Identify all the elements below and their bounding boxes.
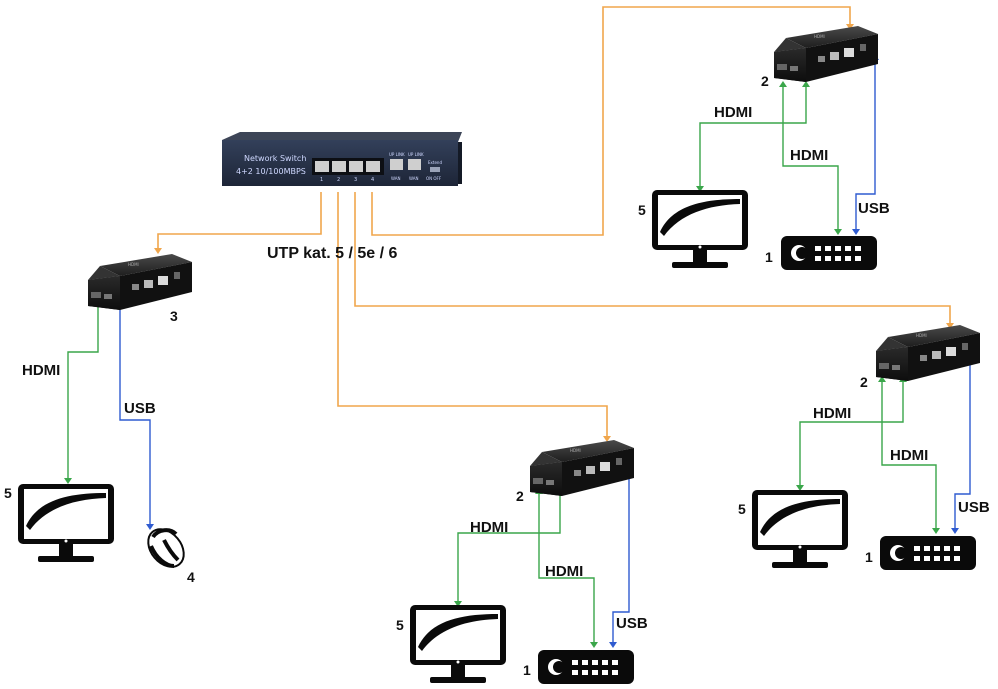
player-number: 1 [523, 662, 531, 678]
cable-type-label: UTP kat. 5 / 5e / 6 [267, 245, 398, 262]
switch-ports: 1 2 3 4 [312, 158, 384, 183]
switch-port-number: 2 [337, 177, 340, 183]
hdmi-cables [67, 85, 937, 644]
monitor-icon [752, 490, 848, 568]
usb-cable-label: USB [858, 200, 890, 217]
hdmi-extender-receiver [530, 440, 634, 496]
hdmi-extender-receiver [88, 254, 192, 310]
switch-brand-text: Network Switch [244, 154, 306, 163]
toggle-label: ON OFF [426, 176, 442, 181]
switch-uplink-port-2[interactable] [408, 159, 421, 170]
uplink-sub-label: WAN [409, 176, 418, 181]
hdmi-player-icon [880, 536, 976, 570]
switch-port-number: 1 [320, 177, 323, 183]
monitor-number: 5 [396, 617, 404, 633]
utp-cable-top-receiver [371, 6, 851, 236]
usb-cable-label: USB [124, 400, 156, 417]
receiver-group-bottom: 2 HDMI HDMI USB 5 1 [396, 440, 648, 684]
hdmi-cable-label: HDMI [813, 405, 851, 422]
monitor-icon [652, 190, 748, 268]
switch-spec-text: 4+2 10/100MBPS [236, 167, 306, 176]
monitor-number: 5 [638, 202, 646, 218]
uplink-sub-label: WAN [391, 176, 400, 181]
usb-cables [119, 58, 971, 644]
switch-port-number: 4 [371, 177, 374, 183]
hdmi-extender-receiver [876, 325, 980, 381]
hdmi-cable-label: HDMI [890, 447, 928, 464]
utp-cable-right-receiver [354, 192, 951, 325]
switch-port-2[interactable] [332, 161, 346, 172]
switch-port-3[interactable] [349, 161, 363, 172]
extend-label: Extend [428, 160, 442, 165]
utp-cable-left-receiver [157, 192, 322, 250]
arrowheads [64, 24, 974, 648]
hdmi-player-icon [538, 650, 634, 684]
hdmi-cable-label: HDMI [790, 147, 828, 164]
mouse-icon [139, 520, 193, 576]
switch-port-number: 3 [354, 177, 357, 183]
hdmi-cable-label: HDMI [714, 104, 752, 121]
switch-uplink-port-1[interactable] [390, 159, 403, 170]
monitor-icon [410, 605, 506, 683]
switch-port-1[interactable] [315, 161, 329, 172]
receiver-number: 2 [761, 73, 769, 89]
player-number: 1 [865, 549, 873, 565]
receiver-number: 3 [170, 308, 178, 324]
network-switch: Network Switch 4+2 10/100MBPS 1 2 3 4 UP… [222, 132, 462, 186]
receiver-group-left: 3 HDMI USB 5 4 [4, 254, 195, 585]
receiver-group-right: 2 HDMI HDMI USB 5 1 [738, 325, 990, 570]
hdmi-cable-label: HDMI [22, 362, 60, 379]
hdmi-cable-label: HDMI [545, 563, 583, 580]
receiver-number: 2 [516, 488, 524, 504]
switch-port-4[interactable] [366, 161, 380, 172]
switch-uplink-ports: UP LINK UP LINK WAN WAN Extend ON OFF [389, 152, 442, 181]
utp-cable-bottom-receiver [337, 192, 608, 438]
monitor-icon [18, 484, 114, 562]
monitor-number: 5 [738, 501, 746, 517]
utp-cables [157, 6, 951, 438]
uplink-label: UP LINK [408, 152, 424, 157]
hdmi-extender-receiver [774, 26, 878, 82]
extend-toggle[interactable] [430, 167, 440, 172]
usb-cable-label: USB [616, 615, 648, 632]
receiver-number: 2 [860, 374, 868, 390]
usb-cable-label: USB [958, 499, 990, 516]
uplink-label: UP LINK [389, 152, 405, 157]
hdmi-cable-label: HDMI [470, 519, 508, 536]
monitor-number: 5 [4, 485, 12, 501]
player-number: 1 [765, 249, 773, 265]
hdmi-player-icon [781, 236, 877, 270]
receiver-group-top: 2 HDMI HDMI USB 5 1 [638, 26, 890, 270]
mouse-number: 4 [187, 569, 195, 585]
